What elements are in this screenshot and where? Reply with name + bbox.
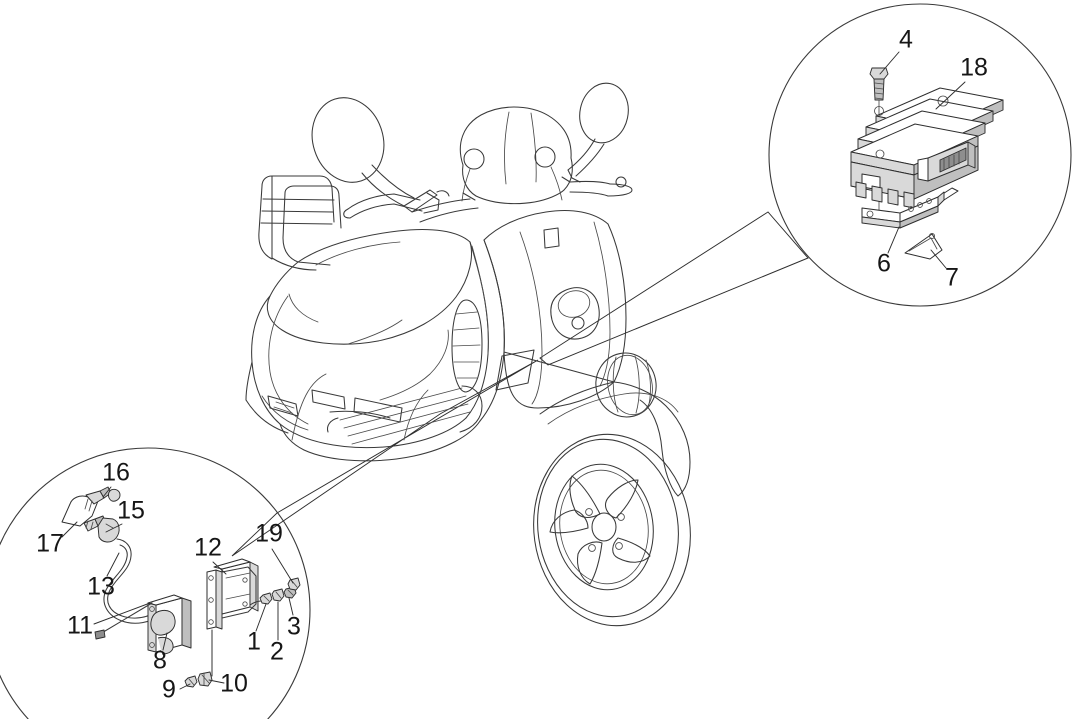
fastener-group-bottom xyxy=(184,671,213,688)
rear-lower-body xyxy=(245,361,253,401)
callout-number-10[interactable]: 10 xyxy=(220,670,248,698)
callout-number-8[interactable]: 8 xyxy=(153,647,167,675)
ignition-coil-cdi-detail-view xyxy=(0,447,311,719)
front-shield xyxy=(483,209,627,409)
voltage-regulator-detail-view xyxy=(768,3,1072,307)
ht-lead-part xyxy=(103,538,161,624)
cdi-control-unit-part xyxy=(206,558,267,677)
callout-number-7[interactable]: 7 xyxy=(945,264,959,292)
regulator-bracket-part xyxy=(861,187,959,229)
front-fender xyxy=(539,381,691,497)
callout-number-16[interactable]: 16 xyxy=(102,459,130,487)
callout-number-3[interactable]: 3 xyxy=(287,613,301,641)
callout-number-19[interactable]: 19 xyxy=(255,520,283,548)
scooter-illustration xyxy=(245,82,691,627)
callout-number-18[interactable]: 18 xyxy=(960,54,988,82)
callout-number-15[interactable]: 15 xyxy=(117,497,145,525)
callout-number-17[interactable]: 17 xyxy=(36,530,64,558)
floorboard xyxy=(245,373,483,462)
callout-number-4[interactable]: 4 xyxy=(899,26,913,54)
retaining-clip-part xyxy=(904,232,943,260)
ground-wire-terminal xyxy=(94,602,153,640)
detail-pointer-wedges xyxy=(231,211,809,557)
callout-number-12[interactable]: 12 xyxy=(194,534,222,562)
rear-luggage-rack xyxy=(258,175,342,271)
callout-number-6[interactable]: 6 xyxy=(877,250,891,278)
ignition-coil-part xyxy=(147,594,192,655)
left-mirror xyxy=(311,97,450,213)
voltage-regulator-part xyxy=(850,87,1004,209)
top-bubble-leaders xyxy=(879,51,966,269)
windscreen xyxy=(459,106,573,205)
callout-number-11[interactable]: 11 xyxy=(67,612,93,640)
bottom-bubble-leaders xyxy=(61,486,294,690)
callout-number-13[interactable]: 13 xyxy=(87,573,115,601)
callout-number-9[interactable]: 9 xyxy=(162,676,176,704)
body-side-panel xyxy=(251,295,467,449)
callout-number-1[interactable]: 1 xyxy=(247,628,261,656)
handlebars xyxy=(343,176,633,223)
right-mirror xyxy=(567,82,629,183)
fastener-group-right xyxy=(259,577,301,605)
callout-number-2[interactable]: 2 xyxy=(270,638,284,666)
headlight xyxy=(595,352,657,418)
spark-plug-cap-assembly xyxy=(61,486,121,543)
seat xyxy=(266,228,472,345)
front-wheel xyxy=(533,433,691,627)
